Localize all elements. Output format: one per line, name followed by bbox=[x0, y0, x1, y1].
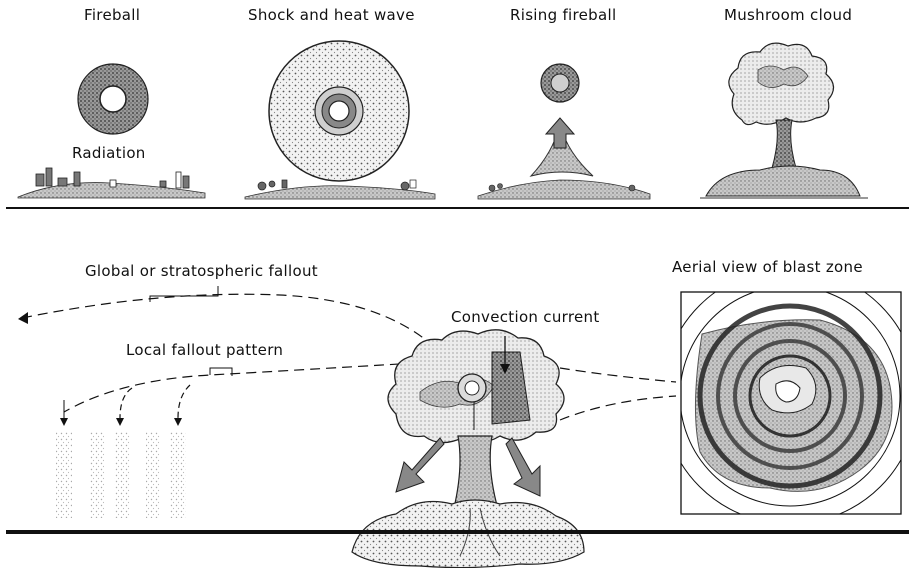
fireball-panel bbox=[18, 64, 205, 198]
shock-heat-wave-panel bbox=[245, 41, 435, 199]
mushroom-cloud-panel bbox=[700, 43, 868, 198]
fallout-rain-columns bbox=[56, 432, 186, 518]
aerial-view-panel bbox=[662, 268, 909, 524]
aerial-connector-lines bbox=[560, 368, 676, 420]
local-fallout-arrow bbox=[60, 362, 432, 426]
rising-fireball-panel bbox=[478, 64, 650, 199]
global-fallout-arrow bbox=[18, 286, 432, 345]
